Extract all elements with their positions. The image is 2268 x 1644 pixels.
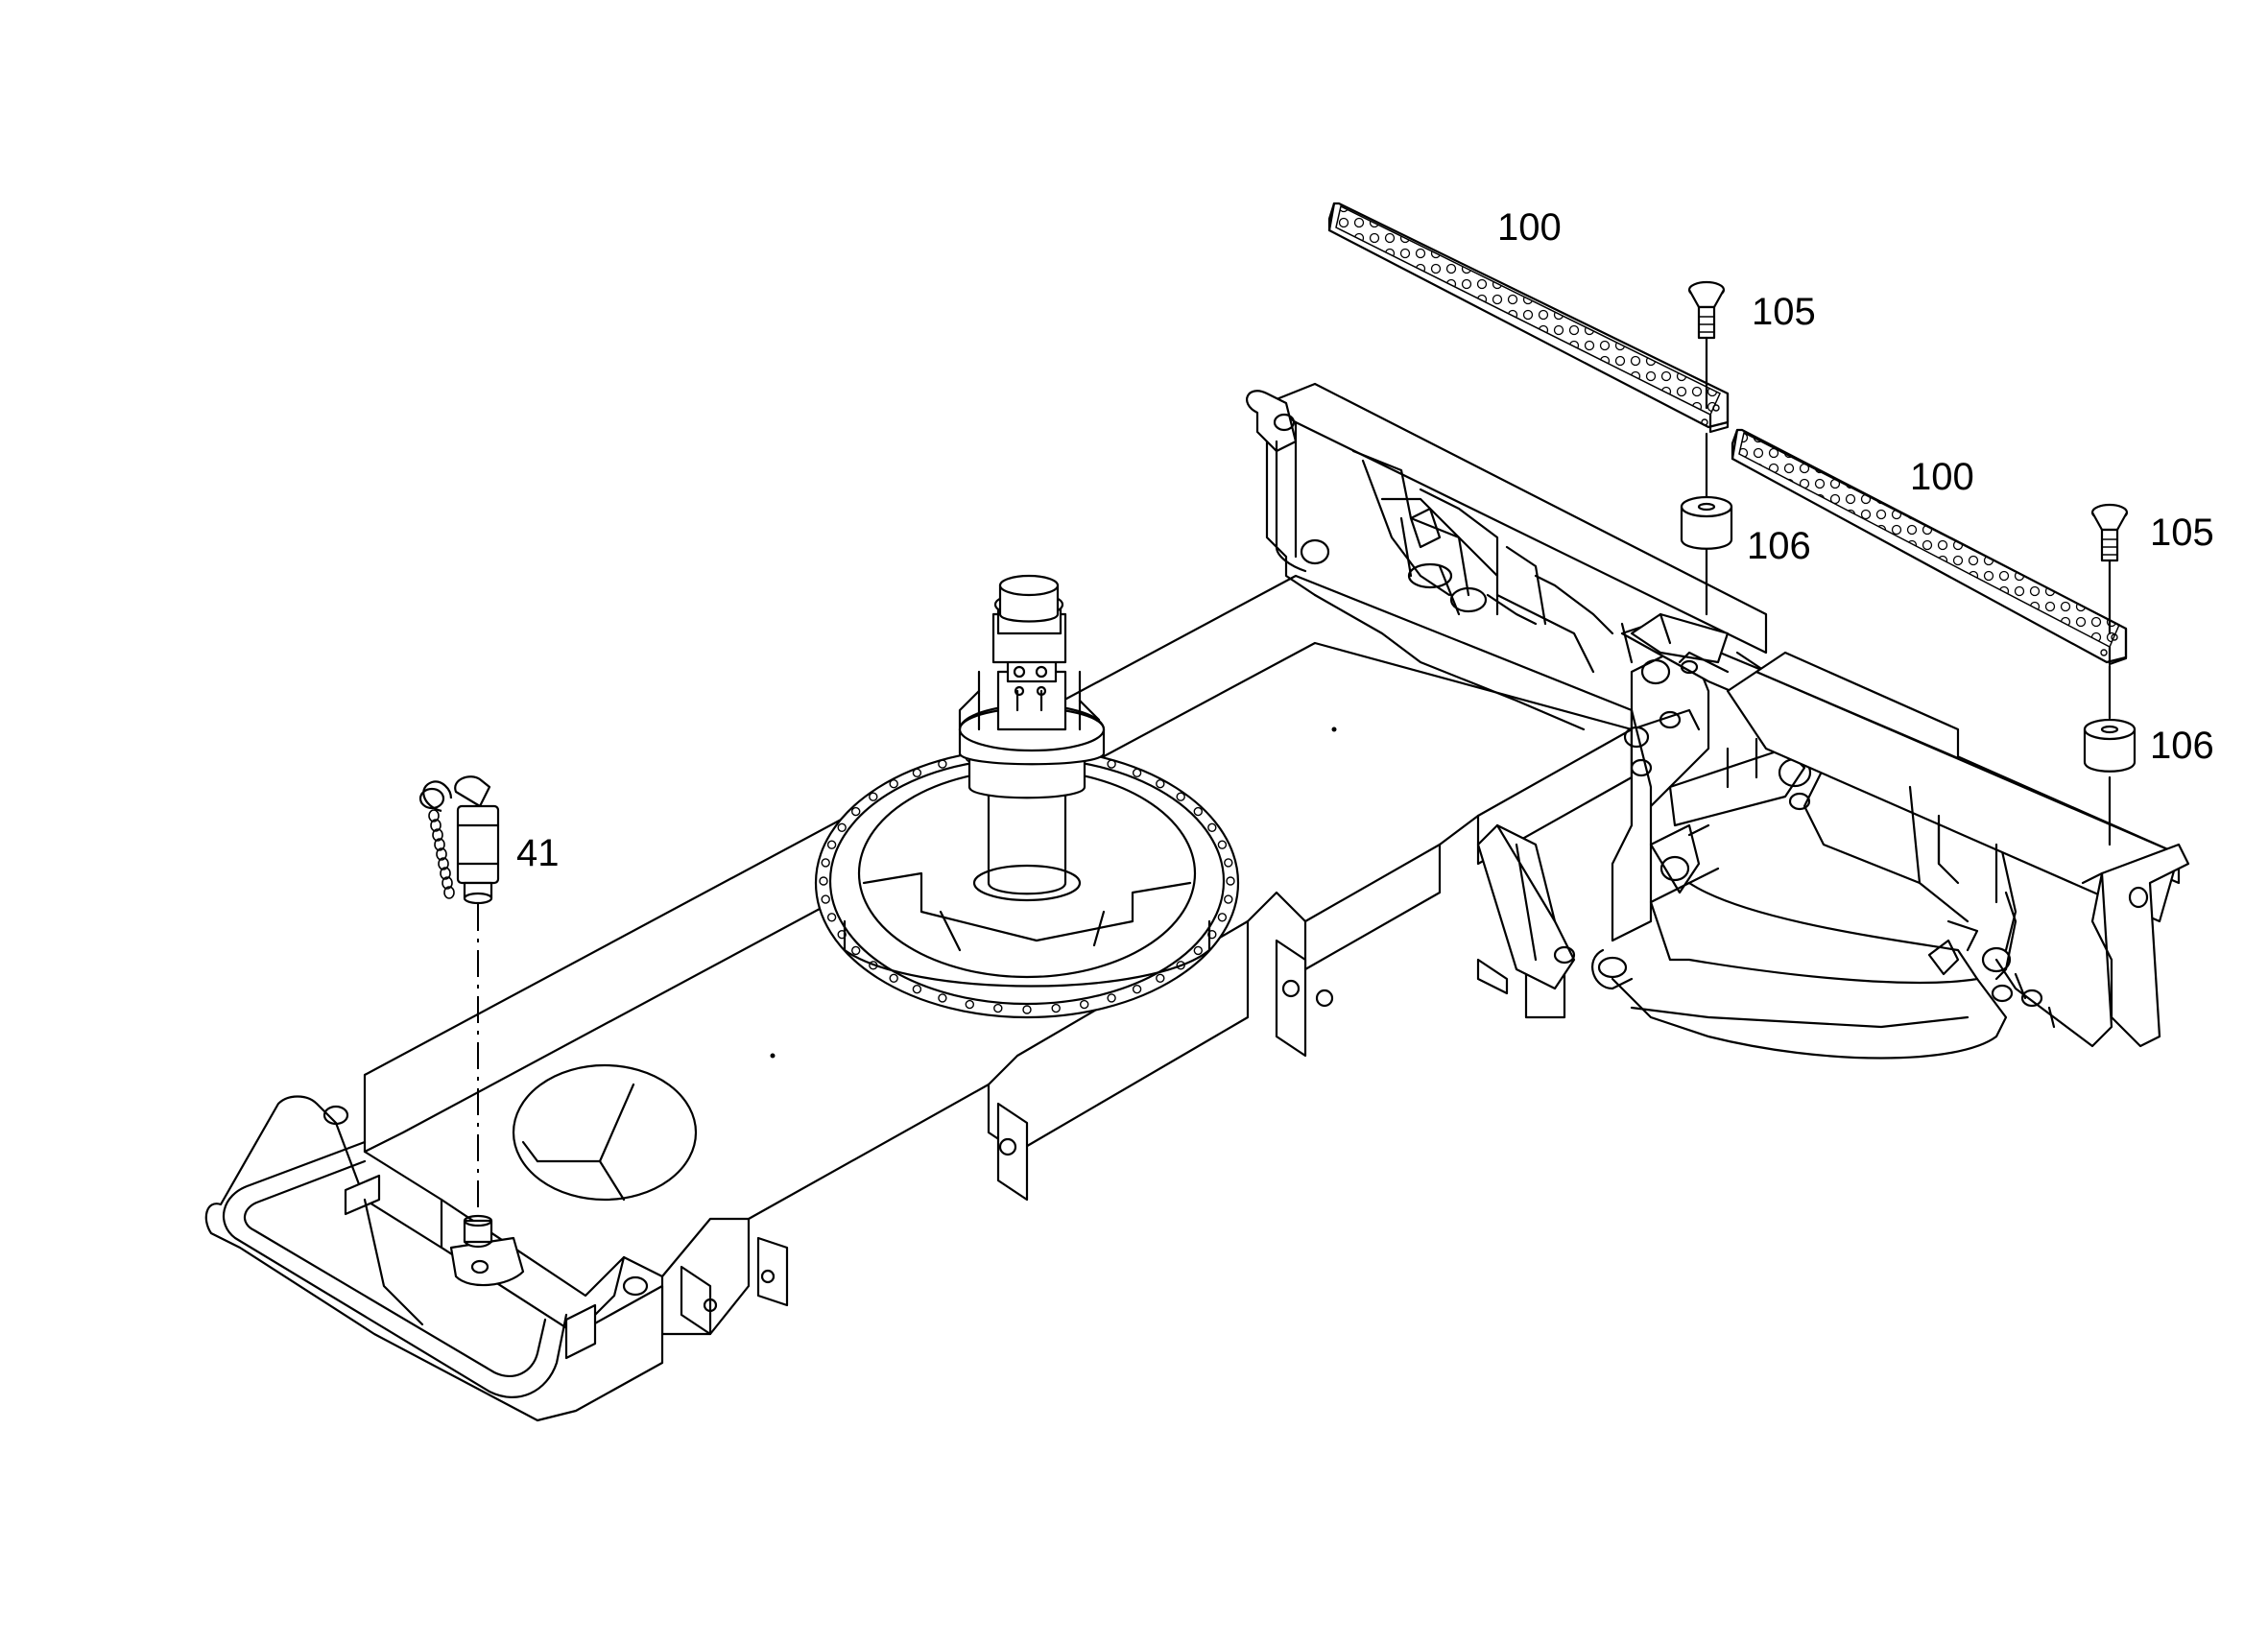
step-plate-right (1731, 428, 2128, 666)
chain-link (436, 847, 447, 861)
bolt-hole (821, 858, 830, 868)
chain-link (428, 809, 440, 822)
bolt-hole (837, 822, 847, 832)
bolt-hole (912, 768, 922, 777)
bolt-hole (965, 999, 974, 1010)
bolt-hole (851, 806, 861, 817)
lock-pin-with-chain (418, 775, 525, 1287)
bolt-hole (869, 792, 878, 801)
bolt-hole (837, 930, 847, 940)
bolt-hole (1132, 984, 1142, 994)
bolt-hole (1107, 759, 1116, 769)
chain-links (428, 809, 455, 899)
callout-41: 41 (516, 832, 560, 874)
bolt-hole (938, 993, 947, 1003)
rear-frame-structure (1246, 382, 2017, 1060)
bolt-hole (1079, 999, 1089, 1010)
bolt-hole (826, 840, 837, 849)
bolt-hole (1156, 779, 1165, 789)
spacer-bushing-right (2083, 718, 2137, 773)
bolt-hole (1176, 792, 1185, 801)
front-bumper-frame (204, 1095, 664, 1422)
bolt-hole (1226, 876, 1235, 886)
callout-106-right: 106 (2150, 725, 2214, 767)
bolt-hole (1132, 768, 1142, 777)
bolt-hole (1193, 806, 1204, 817)
bolt-hole (1217, 840, 1228, 849)
rotary-joint (958, 574, 1106, 902)
bolt-hole (1156, 973, 1165, 983)
chain-link (432, 828, 443, 842)
bolt-hole (1193, 945, 1204, 956)
step-plate-left (1327, 202, 1730, 434)
bolt-hole (826, 913, 837, 922)
bolt-hole (993, 1003, 1003, 1013)
callout-100-left: 100 (1497, 206, 1562, 249)
bolt-hole (1022, 1005, 1032, 1014)
bolt-hole (1107, 993, 1116, 1003)
bolt-hole (1207, 930, 1217, 940)
callout-105-left: 105 (1752, 291, 1816, 333)
countersunk-screw-left (1687, 280, 1726, 616)
bolt-hole (1217, 913, 1228, 922)
bolt-hole (821, 894, 830, 904)
bolt-hole (889, 779, 898, 789)
bolt-hole (819, 876, 828, 886)
bolt-hole (912, 984, 922, 994)
chain-link (434, 838, 445, 851)
bolt-hole (869, 961, 878, 970)
spacer-bushing-left (1680, 495, 1733, 550)
callout-105-right: 105 (2150, 512, 2214, 554)
deck-cutout (512, 1063, 698, 1202)
chain-link (440, 867, 451, 880)
bolt-hole (1207, 822, 1217, 832)
callout-100-right: 100 (1910, 456, 1974, 498)
bolt-hole (1051, 1003, 1061, 1013)
chain-link (442, 876, 453, 890)
bolt-hole (1224, 858, 1233, 868)
countersunk-screw-right (2090, 503, 2129, 846)
callout-106-left: 106 (1747, 525, 1811, 567)
bolt-hole (889, 973, 898, 983)
outrigger-beam (1620, 612, 2190, 1048)
bolt-hole (1176, 961, 1185, 970)
chain-link (443, 886, 455, 899)
bolt-hole (851, 945, 861, 956)
chain-link (430, 819, 442, 832)
bolt-hole (938, 759, 947, 769)
bolt-hole (1224, 894, 1233, 904)
chain-link (438, 857, 449, 870)
